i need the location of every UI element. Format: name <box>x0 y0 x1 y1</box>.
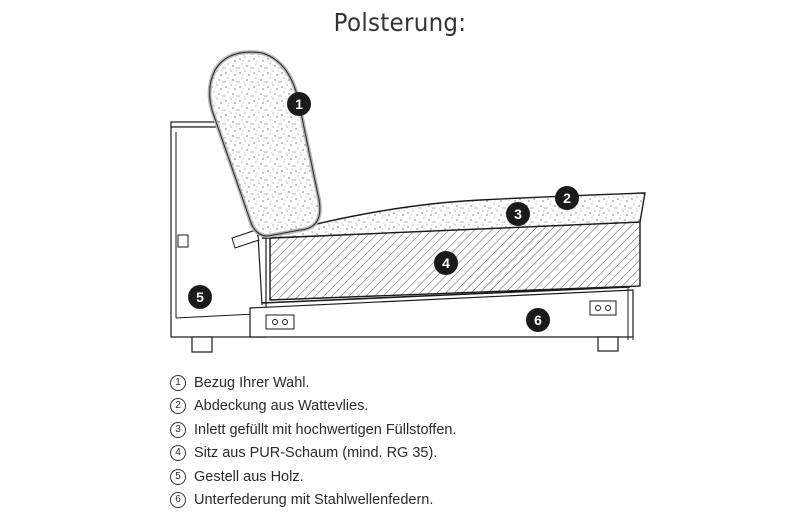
callout-1: 1 <box>287 92 311 116</box>
callout-5: 5 <box>188 285 212 309</box>
svg-text:3: 3 <box>514 206 522 222</box>
wooden-frame <box>170 121 267 338</box>
callout-3: 3 <box>506 202 530 226</box>
svg-text:1: 1 <box>295 96 303 112</box>
legend-item: 4 Sitz aus PUR-Schaum (mind. RG 35). <box>170 442 456 466</box>
legend-number: 4 <box>170 445 186 462</box>
legend-item: 2 Abdeckung aus Wattevlies. <box>170 395 456 419</box>
svg-text:6: 6 <box>534 312 542 328</box>
legend-number: 2 <box>170 398 186 415</box>
callout-4: 4 <box>434 251 458 275</box>
legend-text: Bezug Ihrer Wahl. <box>194 374 310 391</box>
svg-text:2: 2 <box>563 190 571 206</box>
legend-item: 5 Gestell aus Holz. <box>170 465 456 489</box>
legend-text: Sitz aus PUR-Schaum (mind. RG 35). <box>194 445 438 462</box>
legend-item: 1 Bezug Ihrer Wahl. <box>170 371 456 395</box>
legend-number: 3 <box>170 421 186 438</box>
legend-number: 1 <box>170 374 186 391</box>
legend-text: Abdeckung aus Wattevlies. <box>194 398 369 415</box>
right-foot <box>597 336 619 352</box>
legend-item: 6 Unterfederung mit Stahlwellenfedern. <box>170 489 456 513</box>
legend-number: 5 <box>170 468 186 485</box>
legend-list: 1 Bezug Ihrer Wahl. 2 Abdeckung aus Wattev… <box>170 371 456 512</box>
callout-2: 2 <box>555 186 579 210</box>
legend-item: 3 Inlett gefüllt mit hochwertigen Füllsto… <box>170 418 456 442</box>
page-title: Polsterung: <box>333 8 467 37</box>
filling-inlet <box>261 192 646 239</box>
svg-text:4: 4 <box>442 255 450 271</box>
svg-text:5: 5 <box>196 289 204 305</box>
legend-text: Inlett gefüllt mit hochwertigen Füllstof… <box>194 421 457 438</box>
legend-text: Gestell aus Holz. <box>194 468 304 485</box>
legend-text: Unterfederung mit Stahlwellenfedern. <box>194 492 434 509</box>
left-foot <box>191 336 213 353</box>
sofa-cross-section-diagram: 1 2 3 4 5 6 <box>170 50 646 353</box>
legend-number: 6 <box>170 492 186 509</box>
callout-6: 6 <box>526 308 550 332</box>
